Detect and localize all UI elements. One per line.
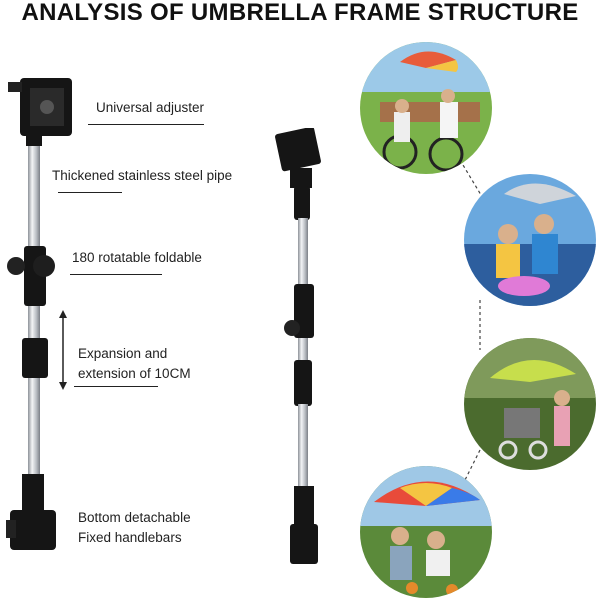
scooter-umbrella-photo [464, 174, 596, 306]
callout-rule [58, 192, 122, 193]
callout-rotatable-foldable: 180 rotatable foldable [72, 248, 202, 268]
callout-label: Universal adjuster [96, 100, 205, 115]
assembled-frame-image [272, 128, 342, 568]
callout-label: 180 rotatable foldable [72, 250, 202, 265]
expansion-arrow [56, 310, 70, 390]
page-title: ANALYSIS OF UMBRELLA FRAME STRUCTURE [21, 0, 579, 26]
callout-bottom-handlebars: Bottom detachable Fixed handlebars [78, 508, 191, 548]
callout-line: Bottom detachable [78, 510, 191, 525]
callout-expansion: Expansion and extension of 10CM [78, 344, 191, 384]
callout-line: Fixed handlebars [78, 530, 182, 545]
wheelchair-umbrella-photo [360, 466, 492, 598]
stroller-umbrella-photo [464, 338, 596, 470]
callout-line: extension of 10CM [78, 366, 191, 381]
callout-label: Thickened stainless steel pipe [52, 168, 233, 183]
callout-line: Expansion and [78, 346, 168, 361]
bicycle-umbrella-photo [360, 42, 492, 174]
callout-universal-adjuster: Universal adjuster [96, 98, 204, 118]
umbrella-frame-diagram [0, 70, 80, 570]
callout-rule [74, 386, 158, 387]
callout-rule [70, 274, 162, 275]
callout-steel-pipe: Thickened stainless steel pipe [52, 166, 232, 186]
callout-rule [88, 124, 204, 125]
